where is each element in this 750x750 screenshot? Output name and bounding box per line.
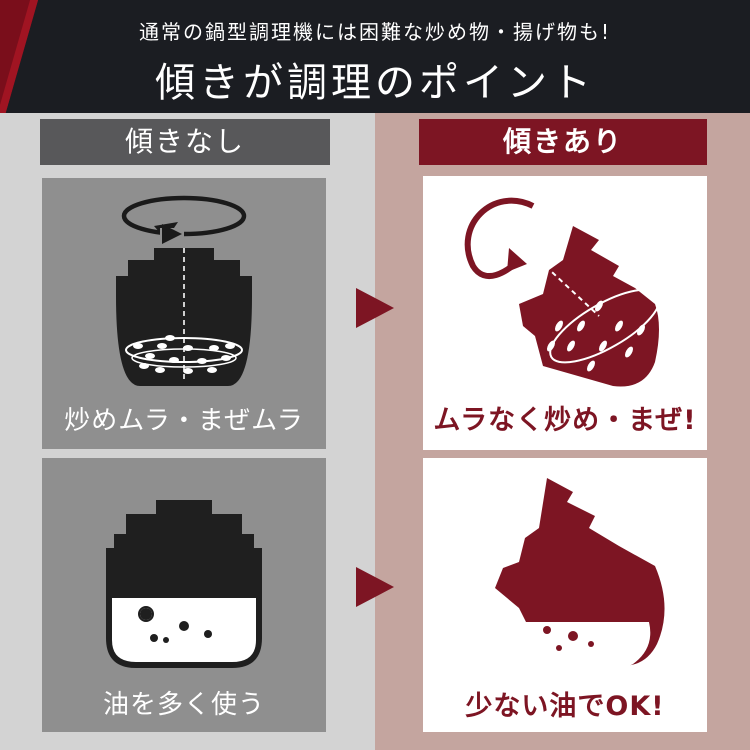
- oil-drops-icon: [543, 626, 594, 651]
- pot-upright-icon: [106, 500, 262, 668]
- caption-stir-tilt: ムラなく炒め・まぜ!: [433, 405, 697, 436]
- rotation-arrow-icon: [464, 197, 535, 279]
- panel-oil-no-tilt: 油を多く使う: [42, 458, 326, 732]
- caption-stir-no-tilt: 炒めムラ・まぜムラ: [64, 406, 304, 436]
- panel-stir-tilt: ムラなく炒め・まぜ!: [423, 176, 707, 450]
- pot-upright-icon: [116, 195, 252, 386]
- oil-drops-icon: [140, 608, 212, 643]
- right-arrow-icon: [356, 567, 394, 607]
- right-arrow-icon: [356, 288, 394, 328]
- header-title: 傾きが調理のポイント: [155, 60, 595, 106]
- no-tilt-label: 傾きなし: [40, 119, 330, 165]
- rotation-arrow-icon: [121, 195, 247, 244]
- tilt-label: 傾きあり: [419, 119, 707, 165]
- pot-tilted-icon: [495, 478, 665, 668]
- caption-oil-tilt: 少ない油でOK!: [465, 691, 665, 722]
- pot-tilted-icon: [464, 197, 661, 387]
- panel-oil-tilt: 少ない油でOK!: [423, 458, 707, 732]
- header-banner: 通常の鍋型調理機には困難な炒め物・揚げ物も! 傾きが調理のポイント: [0, 0, 750, 113]
- panel-stir-no-tilt: 炒めムラ・まぜムラ: [42, 178, 326, 449]
- caption-oil-no-tilt: 油を多く使う: [102, 690, 265, 720]
- header-subtitle: 通常の鍋型調理機には困難な炒め物・揚げ物も!: [138, 20, 612, 44]
